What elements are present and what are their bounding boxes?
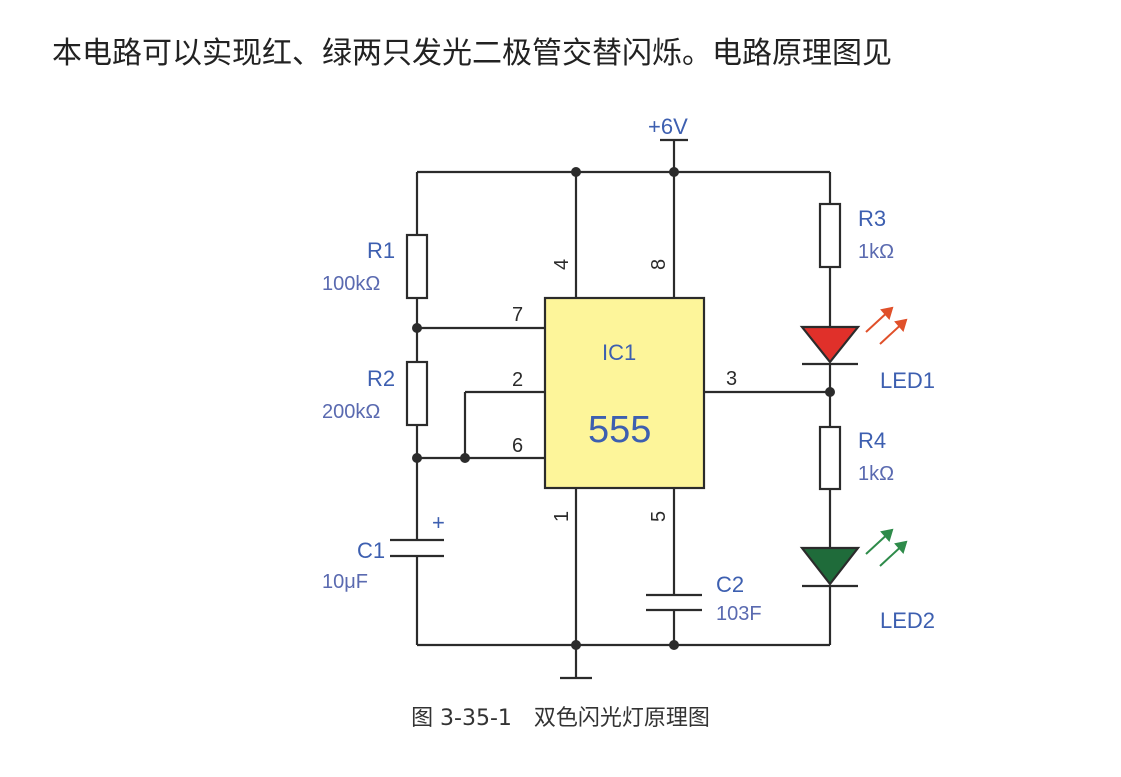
r1-value: 100kΩ (322, 273, 380, 295)
led1-symbol (799, 325, 861, 364)
ic1-part: 555 (588, 409, 651, 451)
intro-text: 本电路可以实现红、绿两只发光二极管交替闪烁。电路原理图见 (52, 36, 892, 71)
junction-bottom-c2 (669, 640, 679, 650)
r4-label: R4 (858, 428, 886, 453)
r2-value: 200kΩ (322, 401, 380, 423)
supply-label: +6V (648, 114, 688, 139)
pin-number-6: 6 (512, 435, 523, 457)
led2-label: LED2 (880, 608, 935, 633)
c1-polarity: + (432, 510, 445, 535)
r3-label: R3 (858, 206, 886, 231)
r2-label: R2 (367, 366, 395, 391)
r3-value: 1kΩ (858, 241, 894, 263)
led1-label: LED1 (880, 368, 935, 393)
pin-number-5: 5 (648, 511, 670, 522)
ic1-name: IC1 (602, 340, 636, 365)
resistor-r3 (818, 202, 842, 269)
resistor-r4 (818, 425, 842, 491)
pin-number-1: 1 (551, 511, 573, 522)
pin-number-4: 4 (551, 259, 573, 270)
c1-label: C1 (357, 538, 385, 563)
r4-value: 1kΩ (858, 463, 894, 485)
ic1-555-body (543, 296, 706, 490)
r1-label: R1 (367, 238, 395, 263)
led2-symbol (799, 546, 861, 586)
pin-number-8: 8 (648, 259, 670, 270)
pin-number-2: 2 (512, 369, 523, 391)
c1-value: 10μF (322, 571, 368, 593)
c2-label: C2 (716, 572, 744, 597)
led1-emission-arrows (865, 306, 908, 345)
led2-emission-arrows (865, 528, 908, 567)
resistor-r2 (405, 360, 429, 427)
junction-pin2-pin6 (460, 453, 470, 463)
pin-number-3: 3 (726, 368, 737, 390)
pin-number-7: 7 (512, 304, 523, 326)
c2-value: 103F (716, 603, 762, 625)
figure-caption: 图 3-35-1 双色闪光灯原理图 (411, 706, 710, 731)
resistor-r1 (405, 233, 429, 300)
